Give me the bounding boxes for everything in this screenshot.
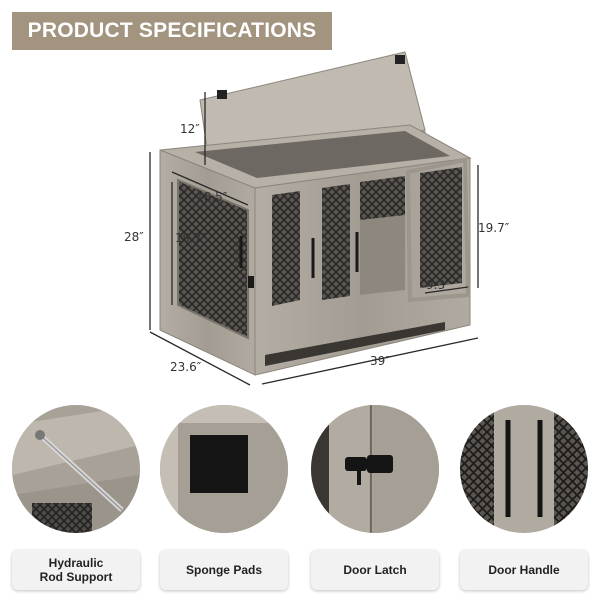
feature-label: Door Latch (311, 550, 439, 590)
feature-label: Sponge Pads (160, 550, 288, 590)
crate-front (254, 157, 471, 376)
dim-side-door-height: 19.7″ (175, 231, 207, 245)
feature-label: Door Handle (460, 550, 588, 590)
dim-lid-open: 12″ (180, 122, 200, 136)
dim-front-door-height: 19.7″ (478, 221, 510, 235)
dim-height: 28″ (124, 230, 144, 244)
page-title: PRODUCT SPECIFICATIONS (12, 12, 332, 50)
dog-crate-illustration (149, 51, 479, 386)
crate-left-side (159, 149, 256, 376)
sponge-pad-icon (160, 405, 288, 533)
hydraulic-rod-icon (12, 405, 140, 533)
door-handle-icon (460, 405, 588, 533)
dim-side-door-width: 18.5″ (196, 190, 228, 204)
dimension-lines (149, 92, 479, 386)
dim-depth: 23.6″ (170, 360, 202, 374)
dim-width: 39″ (370, 354, 390, 368)
door-latch-icon (311, 405, 439, 533)
dim-front-door-width: 9.3″ (426, 278, 450, 292)
